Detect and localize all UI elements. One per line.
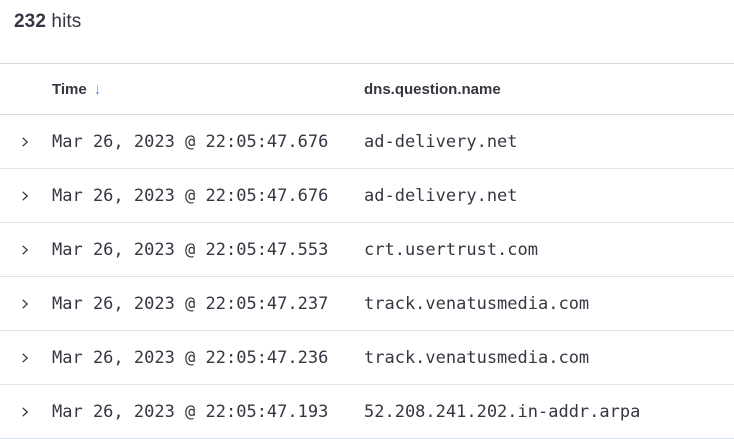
table-row: Mar 26, 2023 @ 22:05:47.676 ad-delivery.… xyxy=(0,169,734,223)
dns-name-cell: crt.usertrust.com xyxy=(364,239,538,260)
hits-label: hits xyxy=(51,11,82,32)
time-column-header[interactable]: Time ↓ xyxy=(52,81,364,98)
chevron-right-icon xyxy=(19,244,31,256)
expand-row-button[interactable] xyxy=(0,136,52,148)
time-cell: Mar 26, 2023 @ 22:05:47.193 xyxy=(52,401,329,422)
dns-name-cell: track.venatusmedia.com xyxy=(364,347,590,368)
dns-question-name-column-header[interactable]: dns.question.name xyxy=(364,80,501,98)
expand-row-button[interactable] xyxy=(0,190,52,202)
chevron-right-icon xyxy=(19,136,31,148)
expand-row-button[interactable] xyxy=(0,298,52,310)
table-row: Mar 26, 2023 @ 22:05:47.237 track.venatu… xyxy=(0,277,734,331)
dns-name-cell: track.venatusmedia.com xyxy=(364,293,590,314)
hits-summary: 232 hits xyxy=(0,0,734,63)
dns-name-cell: ad-delivery.net xyxy=(364,131,518,152)
table-row: Mar 26, 2023 @ 22:05:47.553 crt.usertrus… xyxy=(0,223,734,277)
time-cell: Mar 26, 2023 @ 22:05:47.553 xyxy=(52,239,329,260)
time-cell: Mar 26, 2023 @ 22:05:47.676 xyxy=(52,131,329,152)
chevron-right-icon xyxy=(19,190,31,202)
expand-row-button[interactable] xyxy=(0,352,52,364)
expand-row-button[interactable] xyxy=(0,244,52,256)
time-cell: Mar 26, 2023 @ 22:05:47.676 xyxy=(52,185,329,206)
time-cell: Mar 26, 2023 @ 22:05:47.236 xyxy=(52,347,329,368)
chevron-right-icon xyxy=(19,298,31,310)
expand-row-button[interactable] xyxy=(0,406,52,418)
documents-table: Time ↓ dns.question.name Mar 26, 2023 @ … xyxy=(0,63,734,439)
table-header-row: Time ↓ dns.question.name xyxy=(0,63,734,115)
chevron-right-icon xyxy=(19,406,31,418)
table-row: Mar 26, 2023 @ 22:05:47.676 ad-delivery.… xyxy=(0,115,734,169)
table-row: Mar 26, 2023 @ 22:05:47.193 52.208.241.2… xyxy=(0,385,734,439)
time-cell: Mar 26, 2023 @ 22:05:47.237 xyxy=(52,293,329,314)
hits-count: 232 xyxy=(14,11,47,32)
table-row: Mar 26, 2023 @ 22:05:47.236 track.venatu… xyxy=(0,331,734,385)
chevron-right-icon xyxy=(19,352,31,364)
dns-name-cell: 52.208.241.202.in-addr.arpa xyxy=(364,401,641,422)
dns-name-cell: ad-delivery.net xyxy=(364,185,518,206)
time-column-label: Time xyxy=(52,80,87,98)
sort-descending-icon: ↓ xyxy=(93,80,102,98)
